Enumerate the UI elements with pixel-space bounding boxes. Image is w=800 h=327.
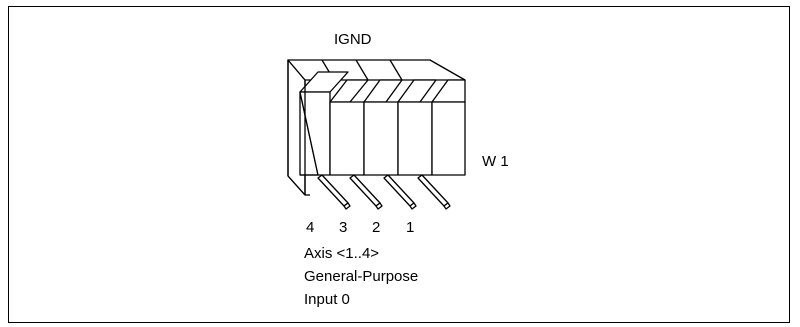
jumper-block-end — [431, 79, 466, 176]
jumper-block-3 — [329, 79, 369, 176]
pin-number-3: 3 — [339, 219, 347, 236]
pin-number-4: 4 — [306, 219, 314, 236]
jumper-block-2 — [363, 79, 403, 176]
pin-2 — [383, 174, 417, 210]
caption-line-1: Axis <1..4> — [304, 245, 379, 262]
caption-line-3: Input 0 — [304, 291, 350, 308]
pin-number-1: 1 — [406, 219, 414, 236]
jumper-block-1 — [397, 79, 437, 176]
igdn-label: IGND — [334, 31, 372, 48]
pin-1 — [417, 174, 451, 210]
jumper-w1-label: W 1 — [482, 153, 509, 170]
pin-3 — [349, 174, 383, 210]
caption-line-2: General-Purpose — [304, 268, 418, 285]
pin-4 — [317, 174, 351, 210]
pin-number-2: 2 — [372, 219, 380, 236]
